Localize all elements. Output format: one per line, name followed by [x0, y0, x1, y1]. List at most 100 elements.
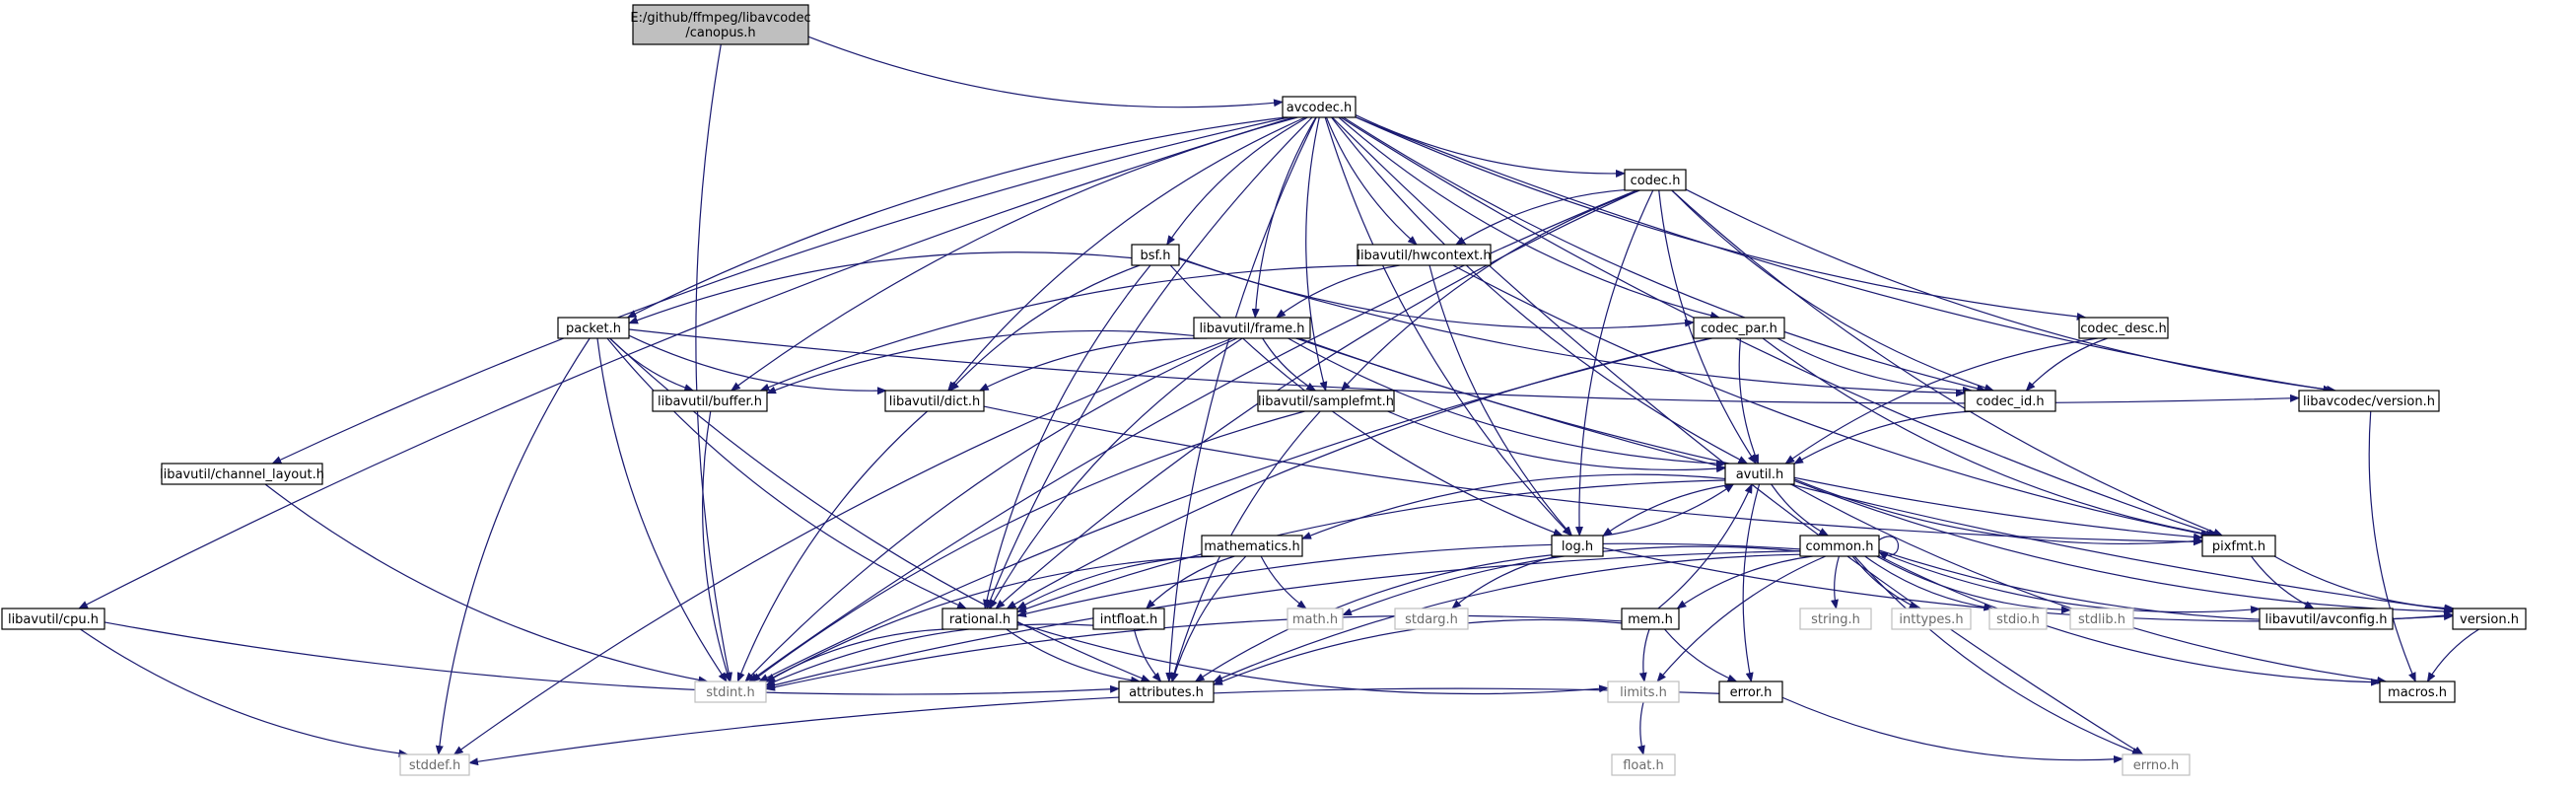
edge-mathematics-to-intfloat: [1146, 555, 1235, 609]
node-avconfig[interactable]: libavutil/avconfig.h: [2259, 608, 2394, 630]
node-error[interactable]: error.h: [1718, 681, 1783, 703]
edge-packet-to-rational: [606, 337, 967, 609]
node-label-codec: codec.h: [1631, 174, 1681, 188]
node-errno[interactable]: errno.h: [2122, 753, 2191, 776]
edge-common-to-macros: [1878, 555, 2381, 686]
node-box-errno: [2122, 753, 2191, 776]
node-label-avconfig: libavutil/avconfig.h: [2265, 612, 2388, 627]
node-box-stdlib: [2069, 608, 2134, 630]
node-box-stdarg: [1394, 608, 1469, 630]
node-version[interactable]: version.h: [2452, 608, 2527, 630]
edge-avcodec-to-rational: [986, 116, 1313, 609]
edge-avcodec-to-channel_layout: [271, 116, 1289, 465]
node-label-stdio: stdio.h: [1996, 612, 2040, 627]
edge-avutil-to-rational: [1016, 479, 1726, 613]
node-string[interactable]: string.h: [1799, 608, 1872, 630]
edge-codec-to-lavc_version: [1685, 188, 2337, 394]
node-float[interactable]: float.h: [1611, 753, 1676, 776]
node-stdlib[interactable]: stdlib.h: [2069, 608, 2134, 630]
edge-avcodec-to-cpu: [78, 116, 1294, 609]
node-limits[interactable]: limits.h: [1607, 681, 1680, 703]
node-samplefmt[interactable]: libavutil/samplefmt.h: [1257, 390, 1395, 412]
node-dict[interactable]: libavutil/dict.h: [884, 390, 985, 412]
edge-avcodec-to-codec_desc: [1355, 116, 2087, 321]
node-math[interactable]: math.h: [1287, 608, 1344, 630]
node-label-pixfmt: pixfmt.h: [2212, 539, 2265, 554]
edge-channel_layout-to-stdint: [264, 483, 709, 684]
node-label-channel_layout: libavutil/channel_layout.h: [160, 467, 324, 482]
node-inttypes[interactable]: inttypes.h: [1891, 608, 1972, 630]
node-box-codec: [1624, 169, 1687, 191]
node-codec_par[interactable]: codec_par.h: [1693, 317, 1785, 339]
edge-codec_par-to-stdint: [758, 337, 1711, 682]
node-label-dict: libavutil/dict.h: [889, 394, 981, 409]
edge-mem-to-avutil: [1657, 483, 1753, 609]
edge-frame-to-stddef: [453, 337, 1233, 755]
edge-avcodec-to-bsf: [1166, 116, 1308, 246]
edge-rational-to-limits: [1016, 622, 1609, 695]
node-frame[interactable]: libavutil/frame.h: [1193, 317, 1311, 339]
node-label-attributes: attributes.h: [1129, 685, 1204, 700]
node-label-codec_desc: codec_desc.h: [2080, 322, 2167, 336]
edge-common-to-limits: [1656, 555, 1827, 682]
node-box-avconfig: [2259, 608, 2394, 630]
edge-avutil-to-error: [1742, 483, 1761, 682]
edge-avcodec-to-pixfmt: [1340, 116, 2218, 537]
node-stdint[interactable]: stdint.h: [694, 681, 767, 703]
edge-root-to-avcodec: [807, 36, 1284, 108]
node-codec_id[interactable]: codec_id.h: [1964, 390, 2056, 412]
node-mathematics[interactable]: mathematics.h: [1201, 535, 1303, 557]
node-label-inttypes: inttypes.h: [1899, 612, 1963, 627]
node-packet[interactable]: packet.h: [557, 317, 630, 339]
edge-mem-to-stdint: [765, 614, 1623, 691]
edge-lavc_version-to-macros: [2368, 410, 2416, 682]
edge-avcodec-to-lavc_version: [1355, 116, 2333, 394]
node-codec_desc[interactable]: codec_desc.h: [2078, 317, 2169, 339]
node-channel_layout[interactable]: libavutil/channel_layout.h: [160, 463, 324, 485]
edge-codec-to-rational: [995, 189, 1640, 609]
node-box-pixfmt: [2201, 535, 2276, 557]
node-hwcontext[interactable]: libavutil/hwcontext.h: [1357, 244, 1492, 266]
node-macros[interactable]: macros.h: [2379, 681, 2456, 703]
node-box-stdio: [1988, 608, 2048, 630]
node-box-frame: [1193, 317, 1311, 339]
edge-intfloat-to-attributes: [1133, 628, 1162, 682]
node-buffer[interactable]: libavutil/buffer.h: [652, 390, 768, 412]
node-root[interactable]: E:/github/ffmpeg/libavcodec/canopus.h: [630, 4, 811, 45]
node-rational[interactable]: rational.h: [941, 608, 1018, 630]
node-intfloat[interactable]: intfloat.h: [1092, 608, 1165, 630]
edge-buffer-to-stdint: [702, 410, 731, 682]
node-log[interactable]: log.h: [1551, 535, 1604, 557]
node-attributes[interactable]: attributes.h: [1118, 681, 1215, 703]
node-box-mem: [1621, 608, 1680, 630]
node-mem[interactable]: mem.h: [1621, 608, 1680, 630]
edge-bsf-to-rational: [983, 264, 1151, 609]
edge-log-to-stdarg: [1451, 555, 1558, 609]
node-lavc_version[interactable]: libavcodec/version.h: [2298, 390, 2440, 412]
edge-mem-to-limits: [1638, 628, 1650, 682]
node-label-hwcontext: libavutil/hwcontext.h: [1357, 249, 1491, 263]
node-stdarg[interactable]: stdarg.h: [1394, 608, 1469, 630]
edge-hwcontext-to-buffer: [759, 264, 1374, 392]
edge-dict-to-stdint: [736, 410, 929, 682]
node-box-avutil: [1724, 463, 1795, 485]
node-box-packet: [557, 317, 630, 339]
edge-samplefmt-to-avutil: [1387, 410, 1726, 473]
node-label-avcodec: avcodec.h: [1287, 101, 1353, 115]
edge-codec_par-to-rational: [1006, 337, 1712, 609]
node-avcodec[interactable]: avcodec.h: [1282, 96, 1357, 118]
node-label-stddef: stddef.h: [409, 758, 460, 773]
node-cpu[interactable]: libavutil/cpu.h: [1, 608, 105, 630]
edge-packet-to-stdint: [596, 337, 728, 682]
node-pixfmt[interactable]: pixfmt.h: [2201, 535, 2276, 557]
node-bsf[interactable]: bsf.h: [1131, 244, 1180, 266]
node-stdio[interactable]: stdio.h: [1988, 608, 2048, 630]
node-label-rational: rational.h: [949, 612, 1010, 627]
node-codec[interactable]: codec.h: [1624, 169, 1687, 191]
node-stddef[interactable]: stddef.h: [399, 753, 470, 776]
edge-intfloat-to-stdint: [765, 623, 1094, 686]
node-common[interactable]: common.h: [1799, 535, 1880, 557]
node-avutil[interactable]: avutil.h: [1724, 463, 1795, 485]
node-box-macros: [2379, 681, 2456, 703]
edge-codec-to-avutil: [1658, 189, 1757, 465]
